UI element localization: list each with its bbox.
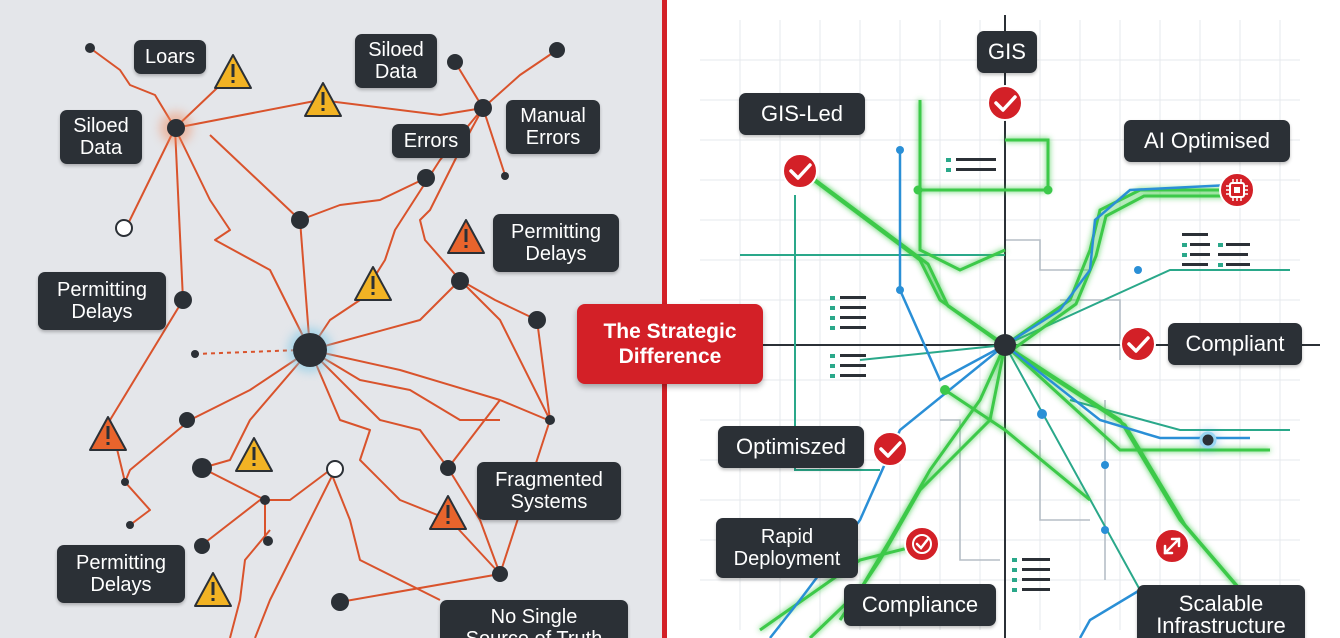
warning-triangle-icon: [89, 416, 127, 451]
label-scalable-infrastructure: Scalable Infrastructure: [1137, 585, 1305, 638]
label-permitting-delays-right: Permitting Delays: [493, 214, 619, 272]
route-nodes: [896, 146, 1218, 534]
warning-triangle-icon: [354, 266, 392, 301]
blue-routes: [769, 150, 1250, 638]
checkmark-icon: [1120, 326, 1156, 362]
chaotic-connections: [89, 47, 558, 638]
list-icon: [1182, 233, 1250, 267]
expand-arrows-icon: [1154, 528, 1190, 564]
warning-triangle-icon: [194, 572, 232, 607]
list-icon: [946, 158, 996, 172]
list-icon: [1012, 558, 1050, 592]
label-compliant: Compliant: [1168, 323, 1302, 365]
warning-triangle-icon: [304, 82, 342, 117]
label-fragmented-systems: Fragmented Systems: [477, 462, 621, 520]
checkmark-icon: [872, 431, 908, 467]
chip-icon: [1219, 172, 1255, 208]
list-icon: [830, 296, 866, 378]
label-siloed-data-left: Siloed Data: [60, 110, 142, 164]
warning-triangle-icon: [235, 437, 273, 472]
warning-triangle-icon: [429, 495, 467, 530]
warning-triangle-icon: [447, 219, 485, 254]
strategic-difference-badge: The Strategic Difference: [577, 304, 763, 384]
label-rapid-deployment: Rapid Deployment: [716, 518, 858, 578]
service-streets: [940, 239, 1121, 580]
label-loars: Loars: [134, 40, 206, 74]
label-optimized: Optimiszed: [718, 426, 864, 468]
checkmark-icon: [782, 153, 818, 189]
label-compliance: Compliance: [844, 584, 996, 626]
label-ai-optimised: AI Optimised: [1124, 120, 1290, 162]
chaos-nodes: [85, 42, 565, 611]
label-permitting-delays-bottom: Permitting Delays: [57, 545, 185, 603]
label-no-single-source: No Single Source of Truth: [440, 600, 628, 638]
label-gis-led: GIS-Led: [739, 93, 865, 135]
label-gis: GIS: [977, 31, 1037, 73]
checkmark-circle-icon: [904, 526, 940, 562]
label-siloed-data-top: Siloed Data: [355, 34, 437, 88]
label-errors: Errors: [392, 124, 470, 158]
checkmark-icon: [987, 85, 1023, 121]
label-manual-errors: Manual Errors: [506, 100, 600, 154]
warning-triangle-icon: [214, 54, 252, 89]
dashed-link: [194, 349, 301, 355]
label-permitting-delays-left: Permitting Delays: [38, 272, 166, 330]
